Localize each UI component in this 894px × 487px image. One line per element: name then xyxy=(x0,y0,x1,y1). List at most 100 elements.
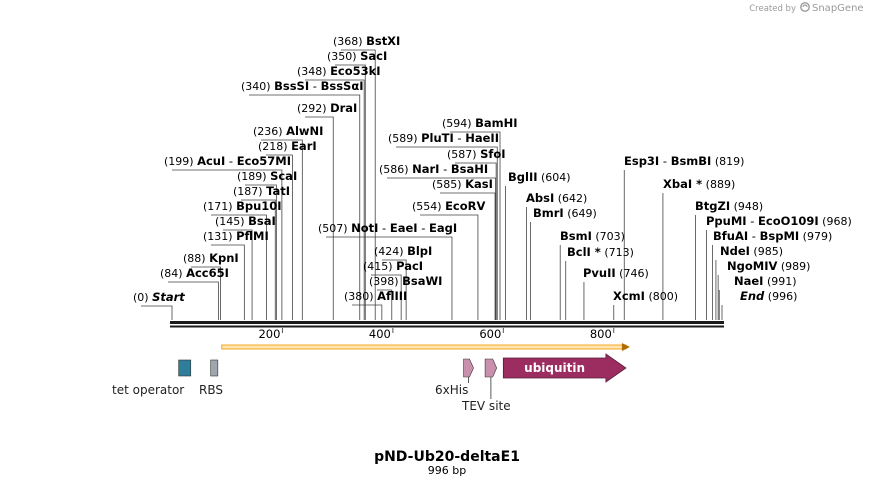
enzyme-name: BssSαI xyxy=(321,79,364,93)
restriction-site: (507) NotI - EaeI - EagI xyxy=(318,221,457,235)
site-position: (340) xyxy=(241,80,274,93)
enzyme-name: BamHI xyxy=(475,116,517,130)
site-position: (145) xyxy=(215,215,248,228)
site-connector-line xyxy=(249,94,361,320)
restriction-site: (0) Start xyxy=(133,290,185,304)
name-separator: - xyxy=(418,221,429,235)
enzyme-name: HaeII xyxy=(465,131,499,145)
orf-arrowhead xyxy=(621,343,630,351)
site-label: (171) Bpu10I xyxy=(203,199,282,213)
plasmid-length: 996 bp xyxy=(428,464,466,477)
restriction-site: (424) BlpI xyxy=(374,244,432,258)
feature-arrow xyxy=(484,358,498,378)
site-label: (350) SacI xyxy=(327,49,387,63)
credit-prefix: Created by xyxy=(749,4,796,14)
enzyme-name: EarI xyxy=(291,139,317,153)
site-position: (171) xyxy=(203,200,236,213)
restriction-site: (292) DraI xyxy=(297,101,357,115)
name-separator: - xyxy=(454,131,465,145)
site-label: XcmI (800) xyxy=(613,289,678,303)
site-position: (586) xyxy=(379,163,412,176)
restriction-site: NdeI (985) xyxy=(720,244,783,258)
enzyme-name: KasI xyxy=(465,177,493,191)
restriction-site: (131) PflMI xyxy=(203,229,269,243)
site-connector-line xyxy=(305,79,365,320)
site-position: (368) xyxy=(333,35,366,48)
feature-label: ubiquitin xyxy=(524,361,585,375)
name-separator: - xyxy=(748,229,759,243)
site-label: (507) NotI - EaeI - EagI xyxy=(318,221,457,235)
site-position: (989) xyxy=(777,260,810,273)
site-connector-line xyxy=(440,192,496,320)
feature-arrow xyxy=(502,353,627,383)
site-position: (199) xyxy=(164,155,197,168)
site-position: (585) xyxy=(432,178,465,191)
enzyme-name: BsaI xyxy=(248,214,276,228)
enzyme-name: NaeI xyxy=(734,274,763,288)
site-label: (348) Eco53kI xyxy=(297,64,381,78)
restriction-site: BglII (604) xyxy=(508,170,571,184)
restriction-site: (587) SfoI xyxy=(447,147,506,161)
site-label: (84) Acc65I xyxy=(160,266,229,280)
name-separator: - xyxy=(225,154,236,168)
site-label: BglII (604) xyxy=(508,170,571,184)
site-position: (703) xyxy=(592,230,625,243)
site-connector-line xyxy=(335,64,366,320)
site-label: (585) KasI xyxy=(432,177,493,191)
restriction-site: (398) BsaWI xyxy=(369,274,442,288)
restriction-site: (145) BsaI xyxy=(215,214,276,228)
enzyme-name: BsaWI xyxy=(402,274,442,288)
name-separator: - xyxy=(378,221,389,235)
site-connector-line xyxy=(396,146,498,320)
axis-tick-label: 200 xyxy=(258,327,280,341)
restriction-site: End (996) xyxy=(740,289,797,303)
site-label: PvuII (746) xyxy=(583,266,649,280)
axis-tick-label: 800 xyxy=(590,327,612,341)
axis-tick-label: 600 xyxy=(479,327,501,341)
restriction-site: (88) KpnI xyxy=(183,251,239,265)
site-position: (350) xyxy=(327,50,360,63)
backbone-top-strand xyxy=(170,321,724,324)
name-separator: - xyxy=(439,162,450,176)
site-position: (189) xyxy=(237,170,270,183)
enzyme-name: DraI xyxy=(330,101,357,115)
site-connector-line xyxy=(352,304,383,320)
enzyme-name: TatI xyxy=(266,184,290,198)
site-label: (292) DraI xyxy=(297,101,357,115)
site-position: (131) xyxy=(203,230,236,243)
enzyme-name: BstXI xyxy=(366,34,400,48)
enzyme-name: BmrI xyxy=(533,206,564,220)
site-position: (218) xyxy=(258,140,291,153)
site-label: (368) BstXI xyxy=(333,34,400,48)
restriction-site: XcmI (800) xyxy=(613,289,678,303)
site-position: (292) xyxy=(297,102,330,115)
snapgene-credit: Created by SnapGene xyxy=(749,2,864,14)
enzyme-name: BssSI xyxy=(274,79,309,93)
site-label: BfuAI - BspMI (979) xyxy=(713,229,832,243)
feature-tev-site: TEV site xyxy=(461,358,511,413)
site-position: (398) xyxy=(369,275,402,288)
site-label: (398) BsaWI xyxy=(369,274,442,288)
site-label: (189) ScaI xyxy=(237,169,297,183)
enzyme-name: AlwNI xyxy=(286,124,323,138)
site-position: (236) xyxy=(253,125,286,138)
enzyme-name: PvuII xyxy=(583,266,616,280)
restriction-site: (348) Eco53kI xyxy=(297,64,381,78)
site-label: BsmI (703) xyxy=(560,229,625,243)
site-connector-line xyxy=(326,236,453,320)
restriction-site: (585) KasI xyxy=(432,177,493,191)
site-position: (554) xyxy=(412,200,445,213)
site-position: (348) xyxy=(297,65,330,78)
restriction-site: (554) EcoRV xyxy=(412,199,486,213)
name-separator: - xyxy=(747,214,758,228)
enzyme-name: XcmI xyxy=(613,289,645,303)
enzyme-name: NarI xyxy=(412,162,439,176)
name-separator: - xyxy=(659,154,670,168)
enzyme-name: BspMI xyxy=(760,229,800,243)
site-label: PpuMI - EcoO109I (968) xyxy=(706,214,852,228)
enzyme-name: PluTI xyxy=(421,131,454,145)
feature-label: TEV site xyxy=(461,399,511,413)
enzyme-name: PpuMI xyxy=(706,214,747,228)
site-position: (819) xyxy=(711,155,744,168)
site-label: (187) TatI xyxy=(233,184,290,198)
